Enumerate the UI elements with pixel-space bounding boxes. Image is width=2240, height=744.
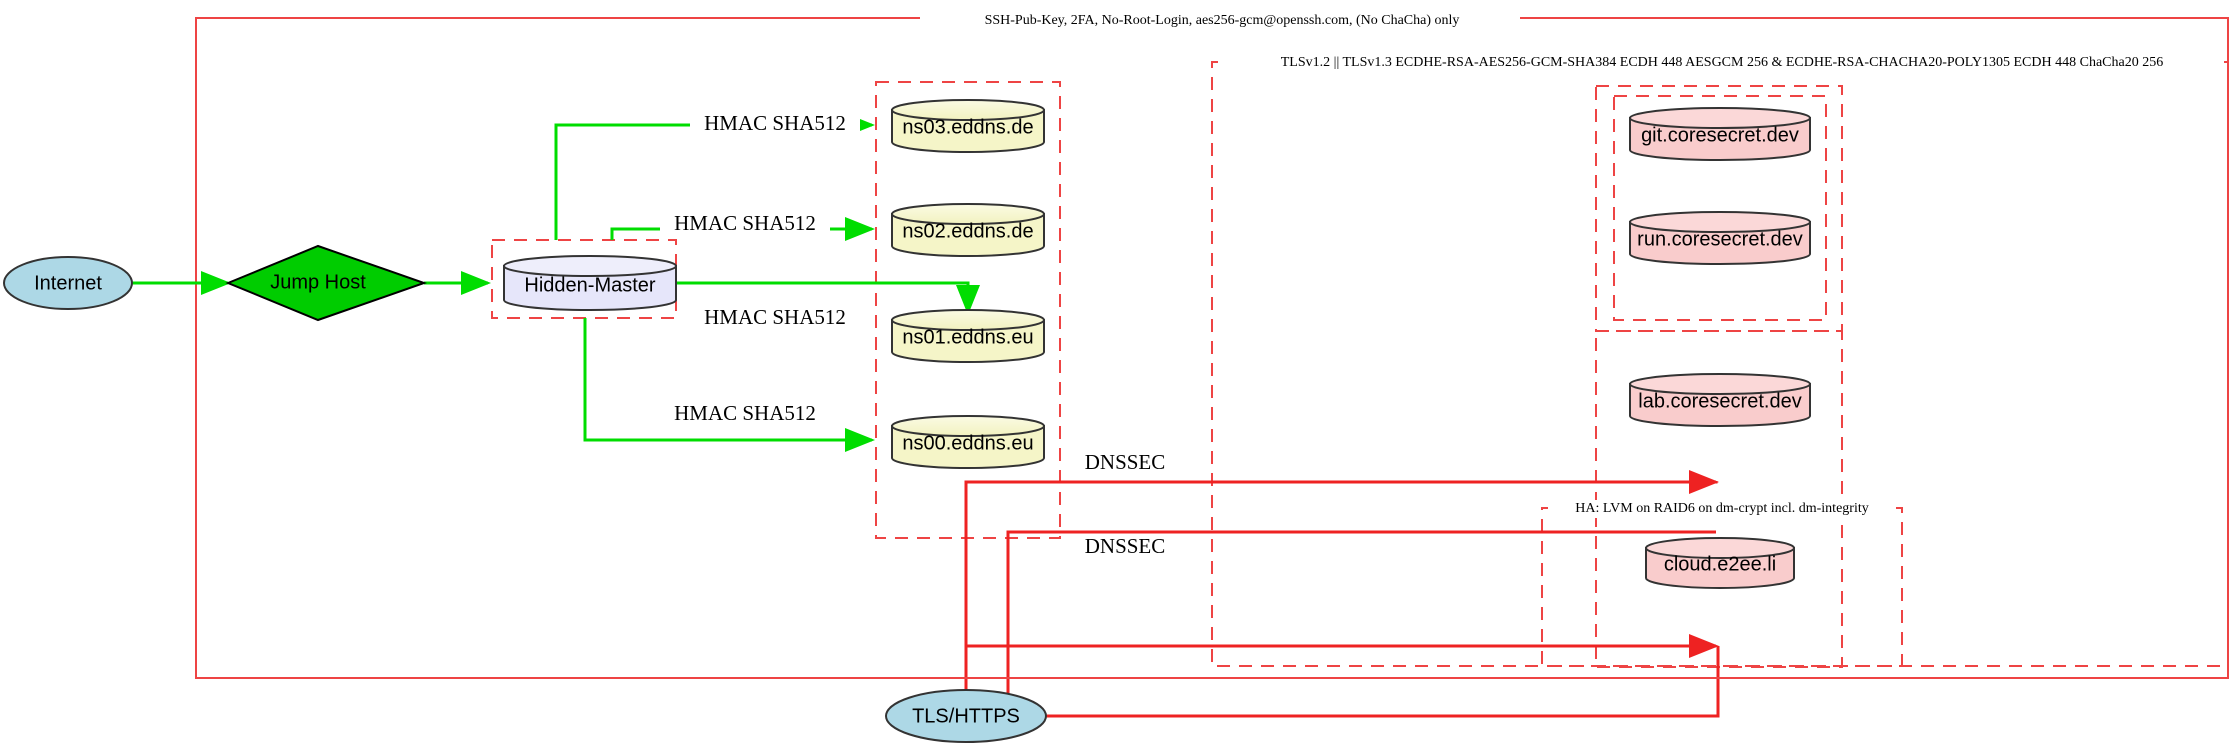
node-ns01-label: ns01.eddns.eu xyxy=(902,326,1033,348)
node-git-coresecret-label: git.coresecret.dev xyxy=(1641,124,1799,146)
node-ns00[interactable]: ns00.eddns.eu xyxy=(891,415,1045,469)
edge-label-hmac-3: HMAC SHA512 xyxy=(690,305,860,331)
node-internet-label: Internet xyxy=(34,272,102,294)
edge-label-hmac-1: HMAC SHA512 xyxy=(690,111,860,137)
node-jump-host[interactable]: Jump Host xyxy=(225,244,428,322)
svg-text:DNSSEC: DNSSEC xyxy=(1085,450,1166,474)
ssh-boundary-label: SSH-Pub-Key, 2FA, No-Root-Login, aes256-… xyxy=(985,13,1460,28)
edge-master-ns01 xyxy=(676,281,980,315)
node-cloud-e2ee[interactable]: cloud.e2ee.li xyxy=(1645,537,1795,589)
node-lab-coresecret[interactable]: lab.coresecret.dev xyxy=(1629,373,1811,427)
node-internet[interactable]: Internet xyxy=(3,256,133,310)
svg-text:HMAC SHA512: HMAC SHA512 xyxy=(704,305,846,329)
svg-text:HMAC SHA512: HMAC SHA512 xyxy=(674,211,816,235)
node-tls-https-label: TLS/HTTPS xyxy=(912,705,1020,727)
edge-label-dnssec-2: DNSSEC xyxy=(1072,534,1178,560)
node-git-coresecret[interactable]: git.coresecret.dev xyxy=(1629,107,1811,161)
edge-label-dnssec-1: DNSSEC xyxy=(1072,450,1178,476)
node-jump-host-label: Jump Host xyxy=(270,271,366,293)
edge-master-ns00 xyxy=(583,318,875,452)
node-cloud-e2ee-label: cloud.e2ee.li xyxy=(1664,553,1776,575)
node-run-coresecret[interactable]: run.coresecret.dev xyxy=(1629,211,1811,265)
node-ns02[interactable]: ns02.eddns.de xyxy=(891,203,1045,257)
edge-label-hmac-4: HMAC SHA512 xyxy=(660,401,830,427)
node-ns03[interactable]: ns03.eddns.de xyxy=(891,99,1045,153)
coresecret-outer-box xyxy=(1595,85,1843,332)
dns-group-box xyxy=(875,81,1061,539)
edge-master-ns02 xyxy=(612,229,652,240)
svg-text:DNSSEC: DNSSEC xyxy=(1085,534,1166,558)
svg-text:HMAC SHA512: HMAC SHA512 xyxy=(704,111,846,135)
node-lab-coresecret-label: lab.coresecret.dev xyxy=(1638,390,1801,412)
coresecret-inner-box xyxy=(1613,95,1827,321)
node-ns00-label: ns00.eddns.eu xyxy=(902,432,1033,454)
node-tls-https[interactable]: TLS/HTTPS xyxy=(885,689,1047,743)
node-hidden-master-label: Hidden-Master xyxy=(524,274,656,296)
node-hidden-master[interactable]: Hidden-Master xyxy=(503,255,677,311)
edge-tls-to-right xyxy=(1046,646,1720,718)
edge-dnssec-lower xyxy=(1006,530,1716,732)
tls-boundary-label: TLSv1.2 || TLSv1.3 ECDHE-RSA-AES256-GCM-… xyxy=(1281,55,2163,70)
node-ns03-label: ns03.eddns.de xyxy=(902,116,1033,138)
node-run-coresecret-label: run.coresecret.dev xyxy=(1637,228,1803,250)
svg-text:HMAC SHA512: HMAC SHA512 xyxy=(674,401,816,425)
edge-label-hmac-2: HMAC SHA512 xyxy=(660,211,830,237)
node-ns02-label: ns02.eddns.de xyxy=(902,220,1033,242)
ha-boundary-label: HA: LVM on RAID6 on dm-crypt incl. dm-in… xyxy=(1575,501,1868,516)
node-ns01[interactable]: ns01.eddns.eu xyxy=(891,309,1045,363)
